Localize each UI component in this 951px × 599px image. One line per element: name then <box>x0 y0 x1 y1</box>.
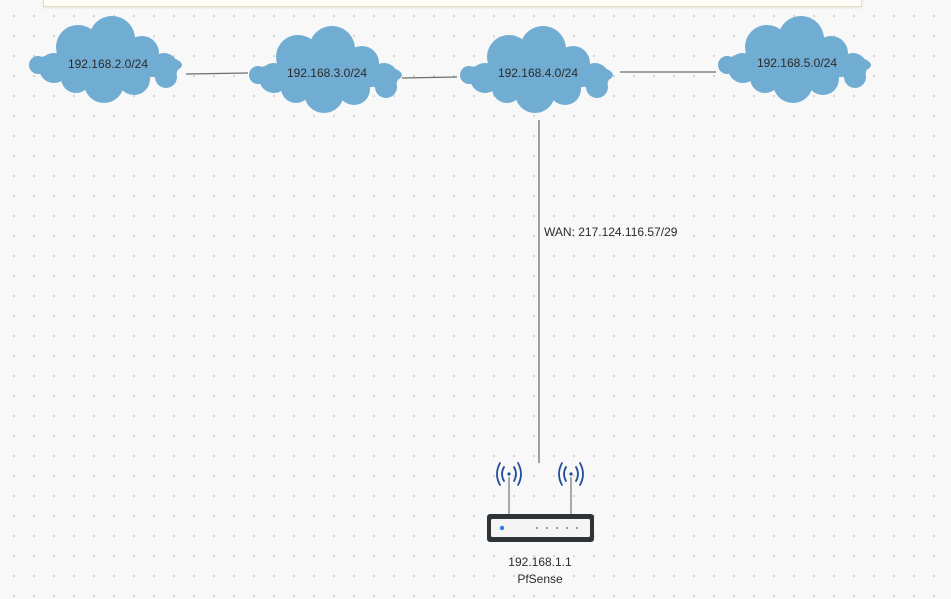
router-name-label: PfSense <box>517 572 563 586</box>
router-device[interactable] <box>487 462 594 542</box>
wan-connection-label: WAN: 217.124.116.57/29 <box>544 225 678 239</box>
cloud-network-192-168-4[interactable]: 192.168.4.0/24 <box>460 26 613 113</box>
router-faceplate <box>491 519 590 537</box>
wifi-signal-icon <box>496 462 522 486</box>
connection-net2-net3[interactable] <box>185 72 249 75</box>
cloud-network-192-168-3[interactable]: 192.168.3.0/24 <box>249 26 402 113</box>
cloud-label: 192.168.5.0/24 <box>757 56 837 70</box>
cloud-network-192-168-2[interactable]: 192.168.2.0/24 <box>29 16 182 103</box>
router-ip-label: 192.168.1.1 <box>508 555 572 569</box>
router-led-icon <box>499 525 505 531</box>
router-port-dots <box>536 527 578 529</box>
cloud-label: 192.168.3.0/24 <box>287 66 367 80</box>
cloud-network-192-168-5[interactable]: 192.168.5.0/24 <box>718 16 871 103</box>
cloud-label: 192.168.2.0/24 <box>68 57 148 71</box>
top-panel <box>43 0 862 7</box>
connection-net3-net4[interactable] <box>401 76 458 79</box>
wifi-signal-icon <box>558 462 584 486</box>
cloud-label: 192.168.4.0/24 <box>498 66 578 80</box>
